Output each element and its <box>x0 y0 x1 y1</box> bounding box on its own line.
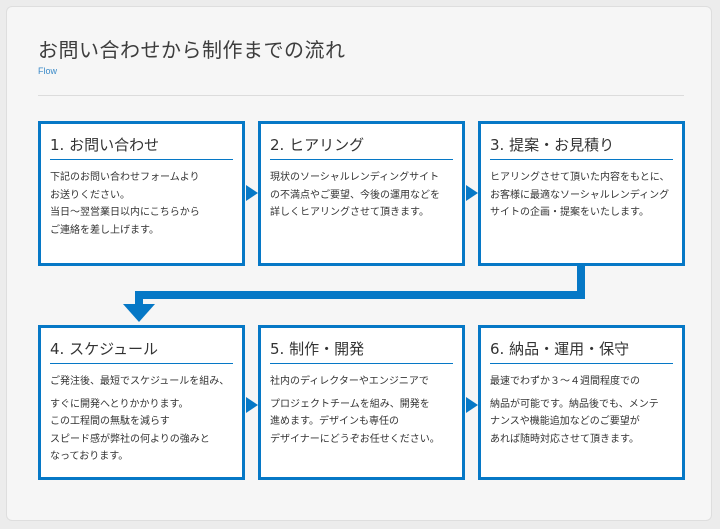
step-hearing-box: 2. ヒアリング 現状のソーシャルレンディングサイト の不満点やご要望、今後の運… <box>258 121 465 266</box>
step-title: 5. 制作・開発 <box>270 335 453 364</box>
step-title: 3. 提案・お見積り <box>490 131 673 160</box>
connector-horizontal-bar <box>135 291 585 299</box>
step-description-line: 下記のお問い合わせフォームより <box>50 172 200 183</box>
step-title: 1. お問い合わせ <box>50 131 233 160</box>
step-description-line: なっております。 <box>50 451 129 462</box>
step-description-line: お送りください。 <box>50 189 130 201</box>
connector-vertical-bar <box>577 266 585 299</box>
step-description-line: あれば随時対応させて頂きます。 <box>490 433 639 445</box>
header-divider <box>38 95 684 96</box>
step-title: 4. スケジュール <box>50 335 233 364</box>
step-description-line: 納品が可能です。納品後でも、メンテ <box>490 398 659 410</box>
arrow-right-icon <box>246 397 258 413</box>
step-description-line: サイトの企画・提案をいたします。 <box>490 207 649 218</box>
arrow-right-icon <box>246 185 258 201</box>
arrow-right-icon <box>466 185 478 201</box>
arrow-down-icon <box>123 304 155 322</box>
page-title: お問い合わせから制作までの流れ <box>38 38 346 62</box>
step-title: 2. ヒアリング <box>270 131 453 160</box>
page-subtitle: Flow <box>38 66 58 76</box>
step-description: ご発注後、最短でスケジュールを組み、 すぐに開発へとりかかります。 この工程間の… <box>50 373 238 466</box>
step-schedule-box: 4. スケジュール ご発注後、最短でスケジュールを組み、 すぐに開発へとりかかり… <box>38 325 245 480</box>
step-description: 現状のソーシャルレンディングサイト の不満点やご要望、今後の運用などを 詳しくヒ… <box>270 169 458 222</box>
step-description-line: ご発注後、最短でスケジュールを組み、 <box>50 376 230 387</box>
step-description-line: 最速でわずか３～４週間程度での <box>490 376 640 387</box>
step-delivery-box: 6. 納品・運用・保守 最速でわずか３～４週間程度での 納品が可能です。納品後で… <box>478 325 685 480</box>
step-description-line: プロジェクトチームを組み、開発を <box>270 398 430 410</box>
step-description: 社内のディレクターやエンジニアで プロジェクトチームを組み、開発を 進めます。デ… <box>270 373 458 448</box>
step-description: 下記のお問い合わせフォームより お送りください。 当日～翌営業日以内にこちらから… <box>50 169 238 239</box>
step-description: ヒアリングさせて頂いた内容をもとに、 お客様に最適なソーシャルレンディング サイ… <box>490 169 678 222</box>
step-description-line: ご連絡を差し上げます。 <box>50 224 159 236</box>
connector-drop-bar <box>135 291 143 305</box>
step-development-box: 5. 制作・開発 社内のディレクターやエンジニアで プロジェクトチームを組み、開… <box>258 325 465 480</box>
step-title: 6. 納品・運用・保守 <box>490 335 673 364</box>
step-description-line: 詳しくヒアリングさせて頂きます。 <box>270 207 429 218</box>
arrow-right-icon <box>466 397 478 413</box>
step-description-line: ヒアリングさせて頂いた内容をもとに、 <box>490 172 670 183</box>
step-description-line: スピード感が弊社の何よりの強みと <box>50 433 210 445</box>
step-inquiry-box: 1. お問い合わせ 下記のお問い合わせフォームより お送りください。 当日～翌営… <box>38 121 245 266</box>
step-description-line: すぐに開発へとりかかります。 <box>50 398 189 410</box>
step-description-line: デザイナーにどうぞお任せください。 <box>270 433 440 445</box>
step-description: 最速でわずか３～４週間程度での 納品が可能です。納品後でも、メンテ ナンスや機能… <box>490 373 678 448</box>
step-proposal-box: 3. 提案・お見積り ヒアリングさせて頂いた内容をもとに、 お客様に最適なソーシ… <box>478 121 685 266</box>
step-description-line: ナンスや機能追加などのご要望が <box>490 416 640 427</box>
step-description-line: お客様に最適なソーシャルレンディング <box>490 189 670 201</box>
step-description-line: 現状のソーシャルレンディングサイト <box>270 172 440 183</box>
step-description-line: 当日～翌営業日以内にこちらから <box>50 207 200 218</box>
step-description-line: 社内のディレクターやエンジニアで <box>270 376 429 387</box>
step-description-line: この工程間の無駄を減らす <box>50 416 170 427</box>
step-description-line: の不満点やご要望、今後の運用などを <box>270 189 440 201</box>
step-description-line: 進めます。デザインも専任の <box>270 416 399 427</box>
